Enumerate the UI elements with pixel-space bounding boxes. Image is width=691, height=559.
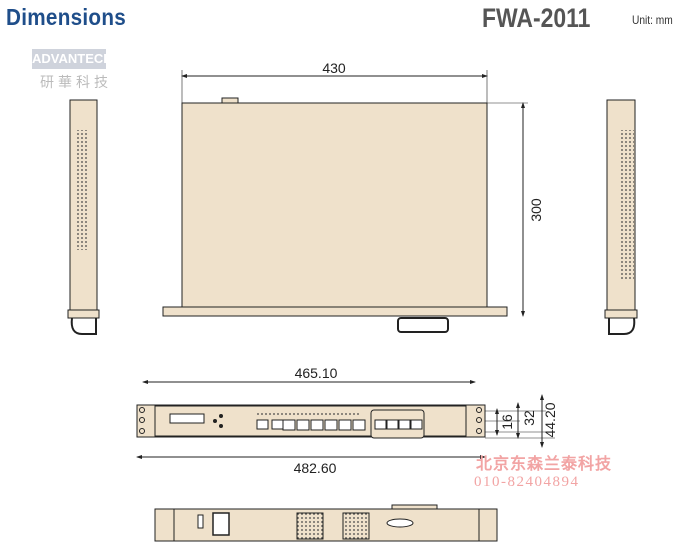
watermark-company: 北京东森兰泰科技 (476, 456, 613, 473)
dim-44-20: 44.20 (542, 402, 558, 437)
left-side-view (67, 99, 100, 335)
advantech-logo: ADVANTECH (32, 49, 113, 69)
logo-chinese: 研華科技 (40, 74, 112, 90)
dim-16: 16 (499, 414, 515, 430)
dim-430: 430 (322, 60, 346, 76)
unit-label: Unit: mm (632, 13, 673, 27)
right-side-view (604, 99, 638, 335)
model-name: FWA-2011 (482, 3, 591, 33)
top-view: 430 300 (162, 60, 544, 333)
page-title: Dimensions (6, 4, 127, 30)
rear-view (154, 504, 498, 542)
dim-32: 32 (521, 410, 537, 426)
dim-465-10: 465.10 (295, 365, 338, 381)
front-view: 465.10 482.60 16 32 44.20 (136, 365, 558, 476)
dim-300: 300 (528, 198, 544, 222)
watermark-phone: 010-82404894 (474, 474, 580, 490)
dim-482-60: 482.60 (294, 460, 337, 476)
